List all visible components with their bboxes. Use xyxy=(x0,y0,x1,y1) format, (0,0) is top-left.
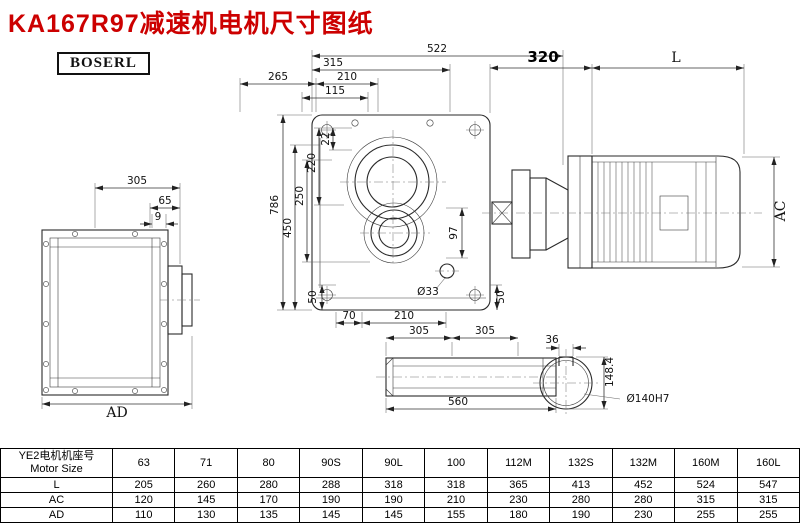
header-line-en: Motor Size xyxy=(30,463,83,475)
front-view: 522 315 265 210 115 786 450 250 220 22 xyxy=(239,43,564,328)
dim-label-305-rear: 305 xyxy=(127,175,147,187)
table-cell: 190 xyxy=(549,507,613,523)
dim-label-L: L xyxy=(671,50,680,66)
table-cell: 255 xyxy=(674,507,738,523)
dim-label-36: 36 xyxy=(545,334,559,346)
table-cell: 180 xyxy=(486,507,551,523)
keyway-section-view: 36 148.4 Ø140H7 xyxy=(533,334,669,416)
table-cell: 145 xyxy=(361,507,426,523)
table-cell: 135 xyxy=(236,507,301,523)
motor-view: 320 L AC xyxy=(482,48,789,269)
table-cell: 280 xyxy=(236,477,301,493)
dim-label-50-right: 50 xyxy=(495,290,507,303)
table-cell: 160M xyxy=(674,448,738,478)
row-label: L xyxy=(0,477,113,493)
table-cell: 145 xyxy=(174,492,238,508)
dim-label-65: 65 xyxy=(158,195,171,207)
dim-label-50-left: 50 xyxy=(307,290,319,303)
table-cell: 132M xyxy=(611,448,676,478)
table-cell: 132S xyxy=(549,448,613,478)
corner-bolt-holes xyxy=(318,119,484,304)
table-cell: 90S xyxy=(299,448,363,478)
brand-logo: BOSERL xyxy=(57,52,150,75)
table-cell: 210 xyxy=(424,492,488,508)
table-cell: 100 xyxy=(424,448,488,478)
table-cell: 155 xyxy=(424,507,488,523)
dim-label-115: 115 xyxy=(325,85,345,97)
table-cell: 280 xyxy=(611,492,676,508)
table-cell: 63 xyxy=(111,448,176,478)
shaft-view: 305 305 560 xyxy=(376,325,566,413)
table-cell: 315 xyxy=(674,492,738,508)
table-cell: 230 xyxy=(611,507,676,523)
dim-label-22: 22 xyxy=(320,132,332,145)
table-row: AD 110 130 135 145 145 155 180 190 230 2… xyxy=(0,507,800,523)
dim-label-305-shaft-a: 305 xyxy=(409,325,429,337)
table-cell: 318 xyxy=(361,477,426,493)
dim-label-AC: AC xyxy=(773,201,789,223)
table-cell: 318 xyxy=(424,477,488,493)
table-cell: 130 xyxy=(174,507,238,523)
motor-size-table: YE2电机机座号 Motor Size 63 71 80 90S 90L 100… xyxy=(0,448,800,523)
table-cell: 413 xyxy=(549,477,613,493)
table-cell: 288 xyxy=(299,477,363,493)
dim-label-210-bottom: 210 xyxy=(394,310,414,322)
table-cell: 120 xyxy=(111,492,176,508)
table-cell: 315 xyxy=(736,492,800,508)
dim-label-522: 522 xyxy=(427,43,447,55)
table-corner-cell: YE2电机机座号 Motor Size xyxy=(0,448,113,478)
table-cell: 524 xyxy=(674,477,738,493)
motor-fins xyxy=(597,162,707,262)
table-cell: 547 xyxy=(736,477,800,493)
header-line-cn: YE2电机机座号 xyxy=(18,450,95,462)
dim-label-9: 9 xyxy=(155,211,162,223)
table-cell: 190 xyxy=(361,492,426,508)
table-cell: 112M xyxy=(486,448,551,478)
dim-label-dia33: Ø33 xyxy=(417,286,439,298)
table-cell: 160L xyxy=(736,448,800,478)
table-cell: 80 xyxy=(236,448,301,478)
table-row: L 205 260 280 288 318 318 365 413 452 52… xyxy=(0,477,800,493)
row-label: AD xyxy=(0,507,113,523)
page-title: KA167R97减速机电机尺寸图纸 xyxy=(8,10,374,38)
dim-label-148-4: 148.4 xyxy=(604,357,616,387)
dim-label-786: 786 xyxy=(269,195,281,215)
table-cell: 230 xyxy=(486,492,551,508)
dim-label-450: 450 xyxy=(282,218,294,238)
table-cell: 170 xyxy=(236,492,301,508)
table-cell: 145 xyxy=(299,507,363,523)
dim-label-265: 265 xyxy=(268,71,288,83)
table-cell: 190 xyxy=(299,492,363,508)
dim-label-210-top: 210 xyxy=(337,71,357,83)
dim-label-AD: AD xyxy=(105,405,127,421)
table-cell: 205 xyxy=(111,477,176,493)
dim-label-220: 220 xyxy=(306,153,318,173)
rear-view: 305 65 9 AD xyxy=(41,175,200,421)
dim-label-dia140H7: Ø140H7 xyxy=(627,393,670,405)
table-header-row: YE2电机机座号 Motor Size 63 71 80 90S 90L 100… xyxy=(0,448,800,478)
dim-label-250: 250 xyxy=(294,186,306,206)
dim-label-560: 560 xyxy=(448,396,468,408)
dim-label-70: 70 xyxy=(342,310,355,322)
dim-label-305-shaft-b: 305 xyxy=(475,325,495,337)
table-cell: 71 xyxy=(174,448,238,478)
technical-drawing-canvas: 305 65 9 AD xyxy=(41,43,789,421)
dim-label-97: 97 xyxy=(448,226,460,239)
row-label: AC xyxy=(0,492,113,508)
dim-label-315: 315 xyxy=(323,57,343,69)
dim-label-320: 320 xyxy=(527,48,558,66)
table-row: AC 120 145 170 190 190 210 230 280 280 3… xyxy=(0,492,800,508)
table-cell: 452 xyxy=(611,477,676,493)
table-cell: 260 xyxy=(174,477,238,493)
table-cell: 255 xyxy=(736,507,800,523)
table-cell: 110 xyxy=(111,507,176,523)
table-cell: 280 xyxy=(549,492,613,508)
table-cell: 365 xyxy=(486,477,551,493)
table-cell: 90L xyxy=(361,448,426,478)
